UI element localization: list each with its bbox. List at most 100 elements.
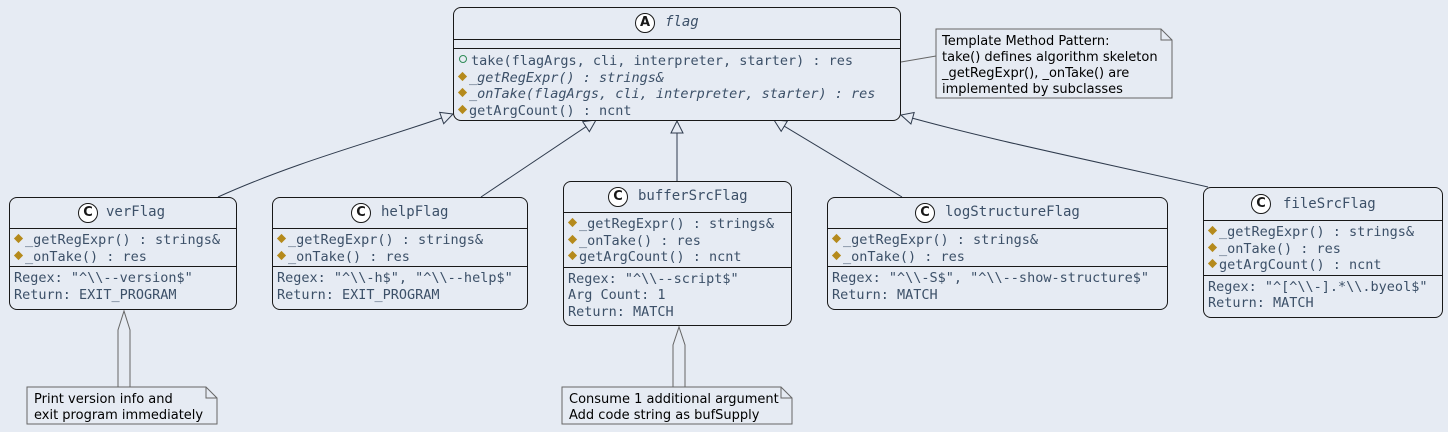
methods-section: _getRegExpr() : strings& _onTake() : res… [564,213,791,268]
class-title: verFlag [106,204,166,220]
info-row: Regex: "^\\--version$" [14,270,193,286]
note-link-buffer [672,325,686,387]
note-buffer-frame [561,386,793,425]
class-flag: A flag take(flagArgs, cli, interpreter, … [453,7,901,121]
inheritance-logstructureflag [774,120,903,198]
note-version: Print version info and exit program imme… [28,388,214,428]
protected-visibility-icon [13,233,24,244]
method-row: _getRegExpr() : strings& [564,216,791,233]
method-row: _onTake() : res [1204,241,1442,258]
protected-visibility-icon [567,250,578,261]
class-header: C helpFlag [273,198,527,229]
protected-visibility-icon [1207,225,1218,236]
protected-visibility-icon [276,250,287,260]
method-row: getArgCount() : ncnt [564,249,791,266]
class-title: flag [665,14,699,30]
note-line: Consume 1 additional argument [569,392,779,407]
class-icon: C [78,203,98,223]
info-row: Regex: "^[^\\-].*\\.byeol$" [1208,278,1428,295]
method-row: _getRegExpr() : strings& [454,70,900,87]
info-section: Regex: "^\\--version$" Return: EXIT_PROG… [10,267,236,303]
note-line: Add code string as bufSupply [569,408,760,423]
class-header: C bufferSrcFlag [564,182,791,213]
class-title: fileSrcFlag [1283,196,1376,212]
info-row: Return: MATCH [832,286,938,303]
note-template-method: Template Method Pattern: take() defines … [936,30,1168,102]
note-line: implemented by subclasses [942,82,1123,97]
fields-section [454,40,900,49]
class-verflag: C verFlag _getRegExpr() : strings& _onTa… [9,197,237,310]
inheritance-verflag [217,114,453,198]
note-version-frame [26,386,218,425]
method-row: _onTake() : res [828,249,1167,266]
info-row: Regex: "^\\-S$", "^\\--show-structure$" [832,270,1149,286]
inheritance-helpflag [480,120,596,198]
class-header: C verFlag [10,198,236,229]
protected-visibility-icon [1207,258,1218,269]
class-icon: C [1251,194,1271,214]
note-line: exit program immediately [34,408,204,423]
protected-visibility-icon [13,250,24,260]
info-section: Regex: "^\\--script$" Arg Count: 1 Retur… [564,268,791,321]
note-buffer: Consume 1 additional argument Add code s… [563,388,789,428]
methods-section: _getRegExpr() : strings& _onTake() : res [10,229,236,267]
note-line: take() defines algorithm skeleton [942,50,1158,65]
methods-section: _getRegExpr() : strings& _onTake() : res… [1204,221,1442,276]
class-title: helpFlag [381,204,449,220]
class-helpflag: C helpFlag _getRegExpr() : strings& _onT… [272,197,528,310]
protected-visibility-icon [567,217,578,228]
protected-visibility-icon [457,87,468,98]
class-header: C logStructureFlag [828,198,1167,229]
info-row: Arg Count: 1 [568,287,666,303]
note-template-frame [935,28,1173,99]
method-row: take(flagArgs, cli, interpreter, starter… [454,53,900,70]
class-header: A flag [454,8,900,40]
info-row: Return: EXIT_PROGRAM [277,286,440,303]
public-visibility-icon [459,55,467,63]
class-header: C fileSrcFlag [1204,188,1442,221]
abstract-class-icon: A [635,13,655,33]
method-row: _onTake() : res [564,233,791,250]
method-row: getArgCount() : ncnt [454,103,900,120]
protected-visibility-icon [567,234,578,244]
info-row: Return: EXIT_PROGRAM [14,286,177,303]
method-row: _onTake() : res [10,249,236,266]
class-logstructureflag: C logStructureFlag _getRegExpr() : strin… [827,197,1168,310]
class-buffersrcflag: C bufferSrcFlag _getRegExpr() : strings&… [563,181,792,326]
info-row: Return: MATCH [1208,295,1314,311]
method-row: _getRegExpr() : strings& [273,232,527,249]
info-section: Regex: "^[^\\-].*\\.byeol$" Return: MATC… [1204,276,1442,312]
method-row: _onTake() : res [273,249,527,266]
method-row: _getRegExpr() : strings& [10,232,236,249]
class-icon: C [351,203,371,223]
protected-visibility-icon [831,250,842,260]
note-line: _getRegExpr(), _onTake() are [942,66,1130,81]
protected-visibility-icon [457,71,468,81]
method-row: _onTake(flagArgs, cli, interpreter, star… [454,86,900,103]
inheritance-filesrcflag [901,115,1209,188]
note-link-template [900,55,937,63]
methods-section: take(flagArgs, cli, interpreter, starter… [454,49,900,119]
info-section: Regex: "^\\-h$", "^\\--help$" Return: EX… [273,267,527,303]
info-section: Regex: "^\\-S$", "^\\--show-structure$" … [828,267,1167,303]
info-row: Return: MATCH [568,303,674,320]
protected-visibility-icon [276,233,287,244]
method-row: _getRegExpr() : strings& [828,232,1167,249]
info-row: Regex: "^\\--script$" [568,270,739,287]
protected-visibility-icon [831,233,842,244]
note-line: Print version info and [34,392,173,407]
method-row: _getRegExpr() : strings& [1204,224,1442,241]
methods-section: _getRegExpr() : strings& _onTake() : res [828,229,1167,267]
class-filesrcflag: C fileSrcFlag _getRegExpr() : strings& _… [1203,187,1443,318]
methods-section: _getRegExpr() : strings& _onTake() : res [273,229,527,267]
note-link-version [117,309,131,387]
note-line: Template Method Pattern: [942,34,1110,49]
class-icon: C [608,187,628,207]
protected-visibility-icon [457,104,468,114]
protected-visibility-icon [1207,242,1218,252]
class-icon: C [915,203,935,223]
method-row: getArgCount() : ncnt [1204,257,1442,274]
class-title: bufferSrcFlag [638,188,748,204]
info-row: Regex: "^\\-h$", "^\\--help$" [277,270,513,286]
